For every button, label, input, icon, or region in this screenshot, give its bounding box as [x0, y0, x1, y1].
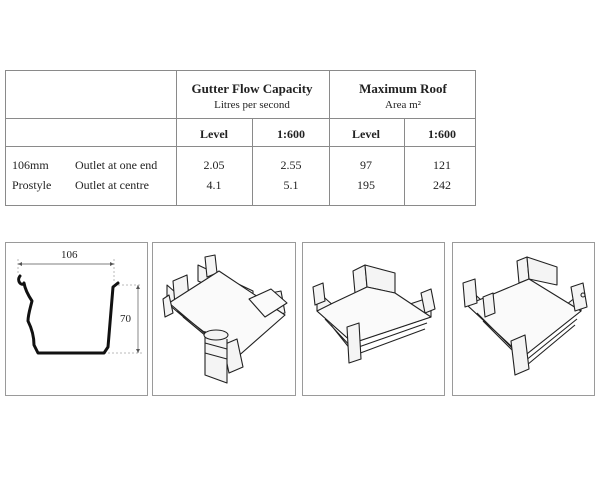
running-outlet-panel — [152, 242, 296, 396]
table-divider — [329, 71, 330, 205]
gutter-profile-panel: 106 70 — [5, 242, 148, 396]
column-header: Level — [200, 127, 228, 141]
table-cell: 2.05 — [203, 158, 225, 172]
height-dimension-label: 70 — [120, 313, 131, 325]
union-bracket-panel — [452, 242, 595, 396]
running-outlet-drawing — [162, 254, 288, 384]
table-divider — [404, 118, 405, 205]
table-cell: 4.1 — [206, 178, 222, 192]
table-cell: 2.55 — [280, 158, 302, 172]
width-dimension-label: 106 — [61, 249, 78, 261]
union-bracket-drawing — [462, 256, 588, 376]
table-divider — [6, 146, 475, 147]
table-cell: 97 — [360, 158, 372, 172]
angle-panel — [302, 242, 445, 396]
table-divider — [176, 71, 177, 205]
gutter-profile-drawing — [17, 259, 142, 355]
row-label: 106mm — [12, 158, 49, 172]
table-cell: 5.1 — [283, 178, 299, 192]
gutter-spec-table: Gutter Flow Capacity Litres per second M… — [5, 70, 476, 206]
row-label: Prostyle — [12, 178, 52, 192]
table-cell: 121 — [433, 158, 451, 172]
row-outlet: Outlet at centre — [75, 178, 149, 192]
column-header: 1:600 — [277, 127, 305, 141]
max-roof-heading: Maximum Roof — [359, 81, 447, 96]
table-divider — [6, 118, 475, 119]
flow-capacity-heading: Gutter Flow Capacity — [191, 81, 313, 96]
max-roof-unit: Area m² — [385, 99, 421, 111]
column-header: 1:600 — [428, 127, 456, 141]
row-outlet: Outlet at one end — [75, 158, 158, 172]
angle-drawing — [312, 264, 436, 364]
flow-capacity-unit: Litres per second — [214, 99, 290, 111]
column-header: Level — [352, 127, 380, 141]
table-cell: 195 — [357, 178, 375, 192]
table-cell: 242 — [433, 178, 451, 192]
table-divider — [252, 118, 253, 205]
